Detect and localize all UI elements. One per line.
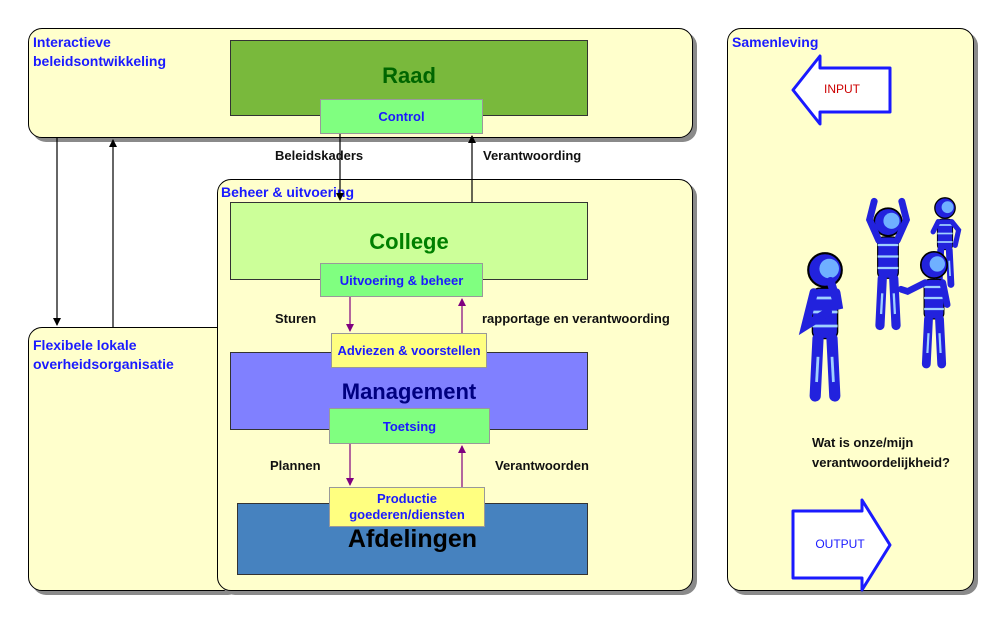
production-chip: Productie goederen/diensten bbox=[329, 487, 485, 527]
small-figure-icon bbox=[930, 198, 962, 285]
reporting-label: rapportage en verantwoording bbox=[482, 311, 670, 326]
plan-label: Plannen bbox=[270, 458, 321, 473]
society-label: Samenleving bbox=[732, 34, 819, 50]
departments-title: Afdelingen bbox=[347, 525, 478, 553]
advice-chip: Adviezen & voorstellen bbox=[331, 333, 487, 368]
gesturing-figure-icon bbox=[897, 252, 947, 364]
council-title: Raad bbox=[382, 63, 436, 88]
output-label: OUTPUT bbox=[815, 537, 865, 551]
execution-chip: Uitvoering & beheer bbox=[320, 263, 483, 297]
accountability-label: Verantwoording bbox=[483, 148, 582, 163]
input-label: INPUT bbox=[824, 82, 860, 96]
control-chip: Control bbox=[320, 99, 483, 134]
frameworks-label: Beleidskaders bbox=[275, 148, 364, 163]
account-label: Verantwoorden bbox=[495, 458, 589, 473]
responsibility-question: Wat is onze/mijn verantwoordelijkheid? bbox=[812, 435, 950, 470]
flexible-organisation-label: Flexibele lokale overheidsorganisatie bbox=[33, 337, 174, 372]
interactive-policy-label: Interactieve beleidsontwikkeling bbox=[33, 34, 167, 69]
management-title: Management bbox=[341, 379, 477, 404]
panel-flexible-organisation bbox=[28, 327, 238, 591]
steer-label: Sturen bbox=[275, 311, 317, 326]
review-chip: Toetsing bbox=[329, 408, 490, 444]
input-arrow-icon bbox=[791, 54, 892, 126]
raising-arms-figure-icon bbox=[865, 197, 911, 325]
thinking-figure-icon bbox=[798, 253, 841, 396]
output-arrow-icon bbox=[791, 498, 892, 592]
college-title: College bbox=[369, 229, 449, 254]
